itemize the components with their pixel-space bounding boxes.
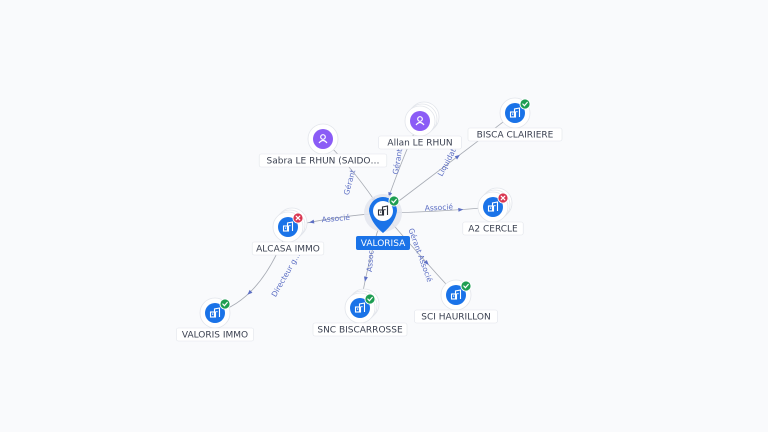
node-label: Sabra LE RHUN (SAIDO… bbox=[267, 157, 380, 167]
node-label: Allan LE RHUN bbox=[387, 139, 452, 149]
status-active-icon bbox=[460, 280, 472, 292]
edge-arrow-icon bbox=[309, 219, 315, 224]
edge-label: Associé bbox=[321, 213, 350, 224]
building-icon bbox=[282, 221, 294, 232]
center-label: VALORISA bbox=[361, 239, 406, 249]
graph-node-a2[interactable]: A2 CERCLE bbox=[462, 187, 524, 236]
edge-arrow-icon bbox=[247, 289, 253, 295]
node-label-box: ALCASA IMMO bbox=[251, 241, 325, 256]
person-icon bbox=[318, 134, 328, 144]
edge-arrow-icon bbox=[423, 259, 429, 266]
edge-label: Associé bbox=[424, 202, 453, 212]
graph-node-sabra[interactable]: Sabra LE RHUN (SAIDO… bbox=[258, 123, 388, 168]
graph-node-bisca[interactable]: BISCA CLAIRIERE bbox=[467, 97, 563, 142]
node-label-box: Allan LE RHUN bbox=[378, 135, 462, 150]
status-closed-icon bbox=[497, 192, 509, 204]
status-active-icon bbox=[519, 98, 531, 110]
graph-node-allan[interactable]: Allan LE RHUN bbox=[378, 101, 462, 150]
node-label: ALCASA IMMO bbox=[256, 245, 320, 255]
edge-arrow-icon bbox=[458, 207, 464, 212]
center-node[interactable]: VALORISA bbox=[356, 194, 410, 250]
node-label-box: VALORIS IMMO bbox=[176, 327, 254, 342]
building-icon bbox=[487, 201, 499, 212]
graph-node-valoris[interactable]: VALORIS IMMO bbox=[176, 297, 254, 342]
status-closed-icon bbox=[292, 212, 304, 224]
edge-label: Gérant bbox=[342, 169, 357, 196]
edge-arrow-icon bbox=[454, 154, 460, 160]
graph-node-snc[interactable]: SNC BISCARROSSE bbox=[312, 288, 408, 337]
edge-label: Gérant Associé bbox=[406, 227, 434, 284]
node-label: VALORIS IMMO bbox=[182, 331, 248, 341]
building-icon bbox=[354, 302, 366, 313]
edge-label: Associé bbox=[365, 243, 376, 272]
building-icon bbox=[209, 307, 221, 318]
node-label-box: SCI HAURILLON bbox=[414, 309, 498, 324]
status-active-icon bbox=[364, 293, 376, 305]
node-label-box: Sabra LE RHUN (SAIDO… bbox=[258, 153, 388, 168]
building-icon bbox=[509, 107, 521, 118]
building-icon bbox=[377, 205, 389, 216]
building-icon bbox=[450, 289, 462, 300]
status-active-icon bbox=[219, 298, 231, 310]
node-label: SNC BISCARROSSE bbox=[317, 326, 403, 336]
node-label-box: SNC BISCARROSSE bbox=[312, 322, 408, 337]
node-label: A2 CERCLE bbox=[468, 225, 518, 235]
node-label-box: A2 CERCLE bbox=[462, 221, 524, 236]
node-label: SCI HAURILLON bbox=[421, 313, 490, 323]
center-label-box bbox=[356, 236, 410, 250]
nodes-layer: Sabra LE RHUN (SAIDO… Allan LE RHUN BISCA … bbox=[176, 97, 563, 342]
graph-node-alcasa[interactable]: ALCASA IMMO bbox=[251, 207, 325, 256]
node-label: BISCA CLAIRIERE bbox=[477, 131, 554, 141]
person-icon bbox=[415, 116, 425, 126]
status-active-icon bbox=[388, 195, 400, 207]
edge-arrow-icon bbox=[363, 276, 368, 282]
edge-label: Gérant bbox=[391, 148, 404, 175]
graph-node-sci[interactable]: SCI HAURILLON bbox=[414, 279, 498, 324]
node-label-box: BISCA CLAIRIERE bbox=[467, 127, 563, 142]
